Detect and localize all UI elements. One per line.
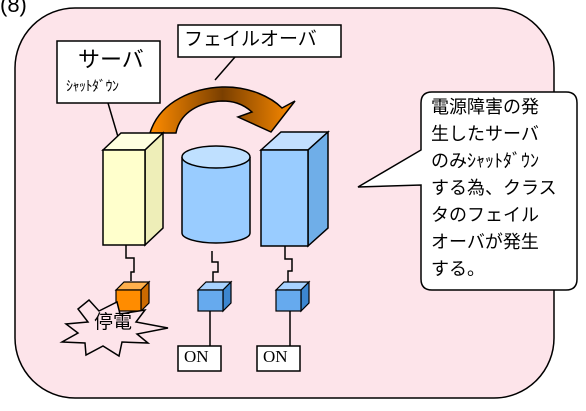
power-cords — [125, 245, 293, 346]
outlet-active — [274, 280, 311, 313]
switch-on-box-1 — [177, 345, 222, 372]
server-down — [101, 131, 165, 247]
note-line-2: 生したサーバ — [431, 124, 539, 145]
server-label-box — [56, 40, 161, 104]
note-line-5: タのフェイル — [431, 205, 539, 226]
note-callout — [357, 91, 578, 291]
server-active — [259, 130, 330, 248]
note-line-4: する為、クラス — [431, 178, 557, 199]
note-line-6: オーバが発生 — [431, 232, 539, 253]
outage-label: 停電 — [94, 311, 133, 333]
server-label-line2: ｼｬｯﾄﾀﾞｳﾝ — [66, 79, 119, 95]
corner-label: (8) — [0, 0, 27, 17]
outage-burst — [59, 298, 169, 358]
failover-arrow — [148, 86, 296, 134]
shared-disk — [181, 145, 251, 244]
failover-label-box — [177, 24, 342, 58]
switch-on-label-2: ON — [263, 347, 288, 366]
failover-label-pointer — [214, 56, 236, 81]
switch-on-label-1: ON — [184, 347, 209, 366]
failover-label: フェイルオーバ — [184, 28, 317, 50]
server-label-line1: サーバ — [78, 48, 144, 73]
note-line-7: する。 — [431, 259, 485, 280]
outlet-disk — [196, 280, 233, 313]
note-line-3: のみｼｬｯﾄﾀﾞｳﾝ — [431, 151, 539, 172]
outlet-down — [114, 280, 151, 313]
switch-on-box-2 — [256, 345, 301, 372]
note-line-1: 電源障害の発 — [431, 97, 539, 118]
